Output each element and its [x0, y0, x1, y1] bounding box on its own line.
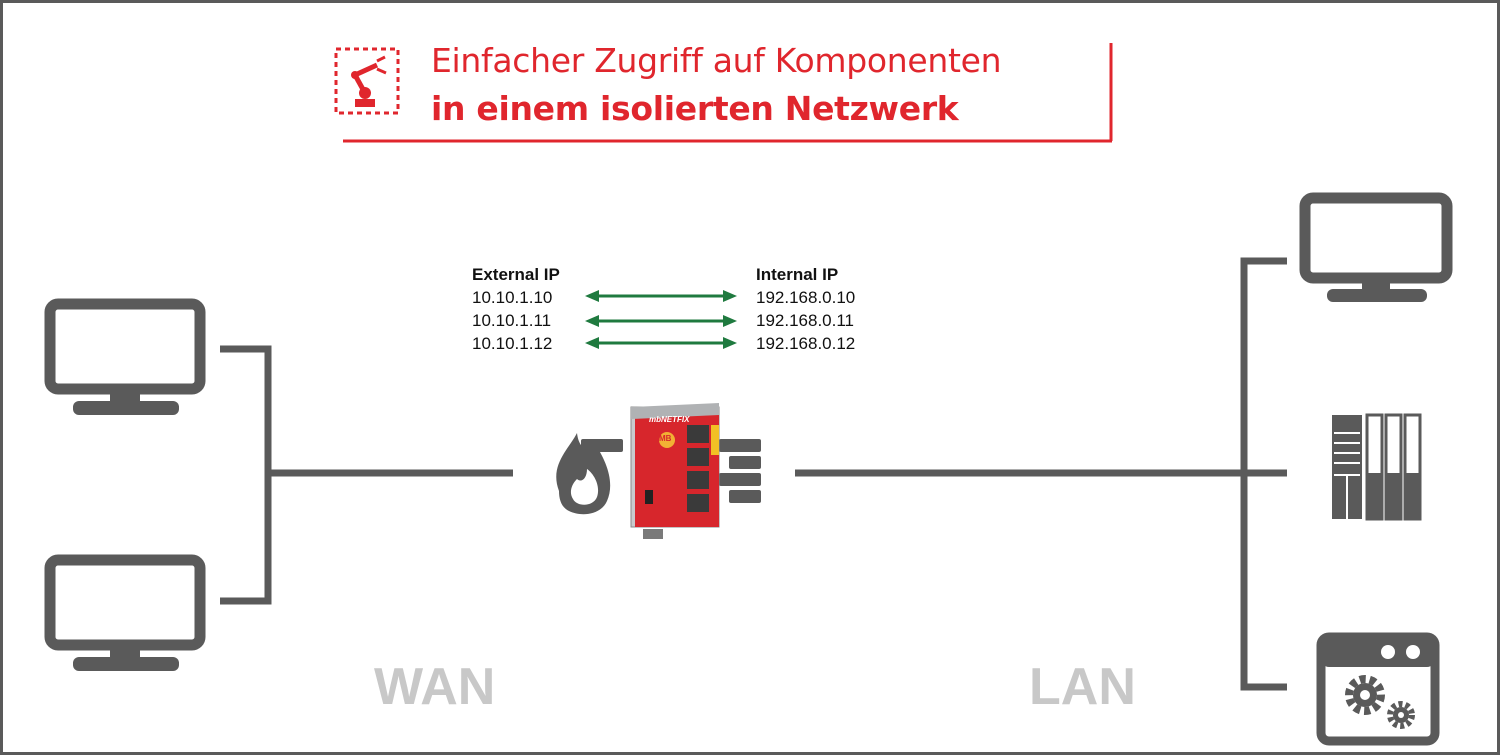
nat-arrows — [585, 290, 737, 349]
brick-wall-icon — [569, 439, 761, 503]
router-brand-label: mbNETFIX — [649, 415, 690, 424]
internal-ip: 192.168.0.12 — [756, 334, 856, 353]
plc-icon — [1332, 413, 1422, 521]
title-line-2: in einem isolierten Netzwerk — [431, 89, 959, 128]
wan-zone-label: WAN — [374, 658, 496, 716]
network-diagram — [44, 43, 1453, 746]
gear-icon — [1387, 701, 1415, 729]
external-ip: 10.10.1.10 — [472, 288, 553, 307]
internal-ip: 192.168.0.10 — [756, 288, 856, 307]
external-ip: 10.10.1.12 — [472, 334, 553, 353]
external-ip-header: External IP — [472, 265, 560, 284]
monitor-icon — [1299, 192, 1453, 302]
wan-connection-lines — [220, 345, 513, 605]
internal-ip: 192.168.0.11 — [756, 311, 854, 330]
title-frame — [343, 43, 1113, 143]
monitor-icon — [44, 554, 206, 671]
external-ip: 10.10.1.11 — [472, 311, 552, 330]
settings-window-icon — [1316, 632, 1440, 746]
router-device — [630, 403, 720, 539]
monitor-icon — [44, 298, 206, 415]
ethernet-ports — [687, 425, 709, 512]
fire-icon — [556, 433, 611, 515]
lan-connection-lines — [795, 257, 1287, 691]
router-logo-text: MB — [659, 434, 672, 443]
router-logo — [659, 432, 675, 448]
lan-zone-label: LAN — [1029, 658, 1136, 716]
robot-arm-icon — [334, 47, 400, 115]
internal-ip-header: Internal IP — [756, 265, 839, 284]
gear-icon — [1345, 675, 1385, 715]
title-line-1: Einfacher Zugriff auf Komponenten — [431, 41, 1002, 80]
